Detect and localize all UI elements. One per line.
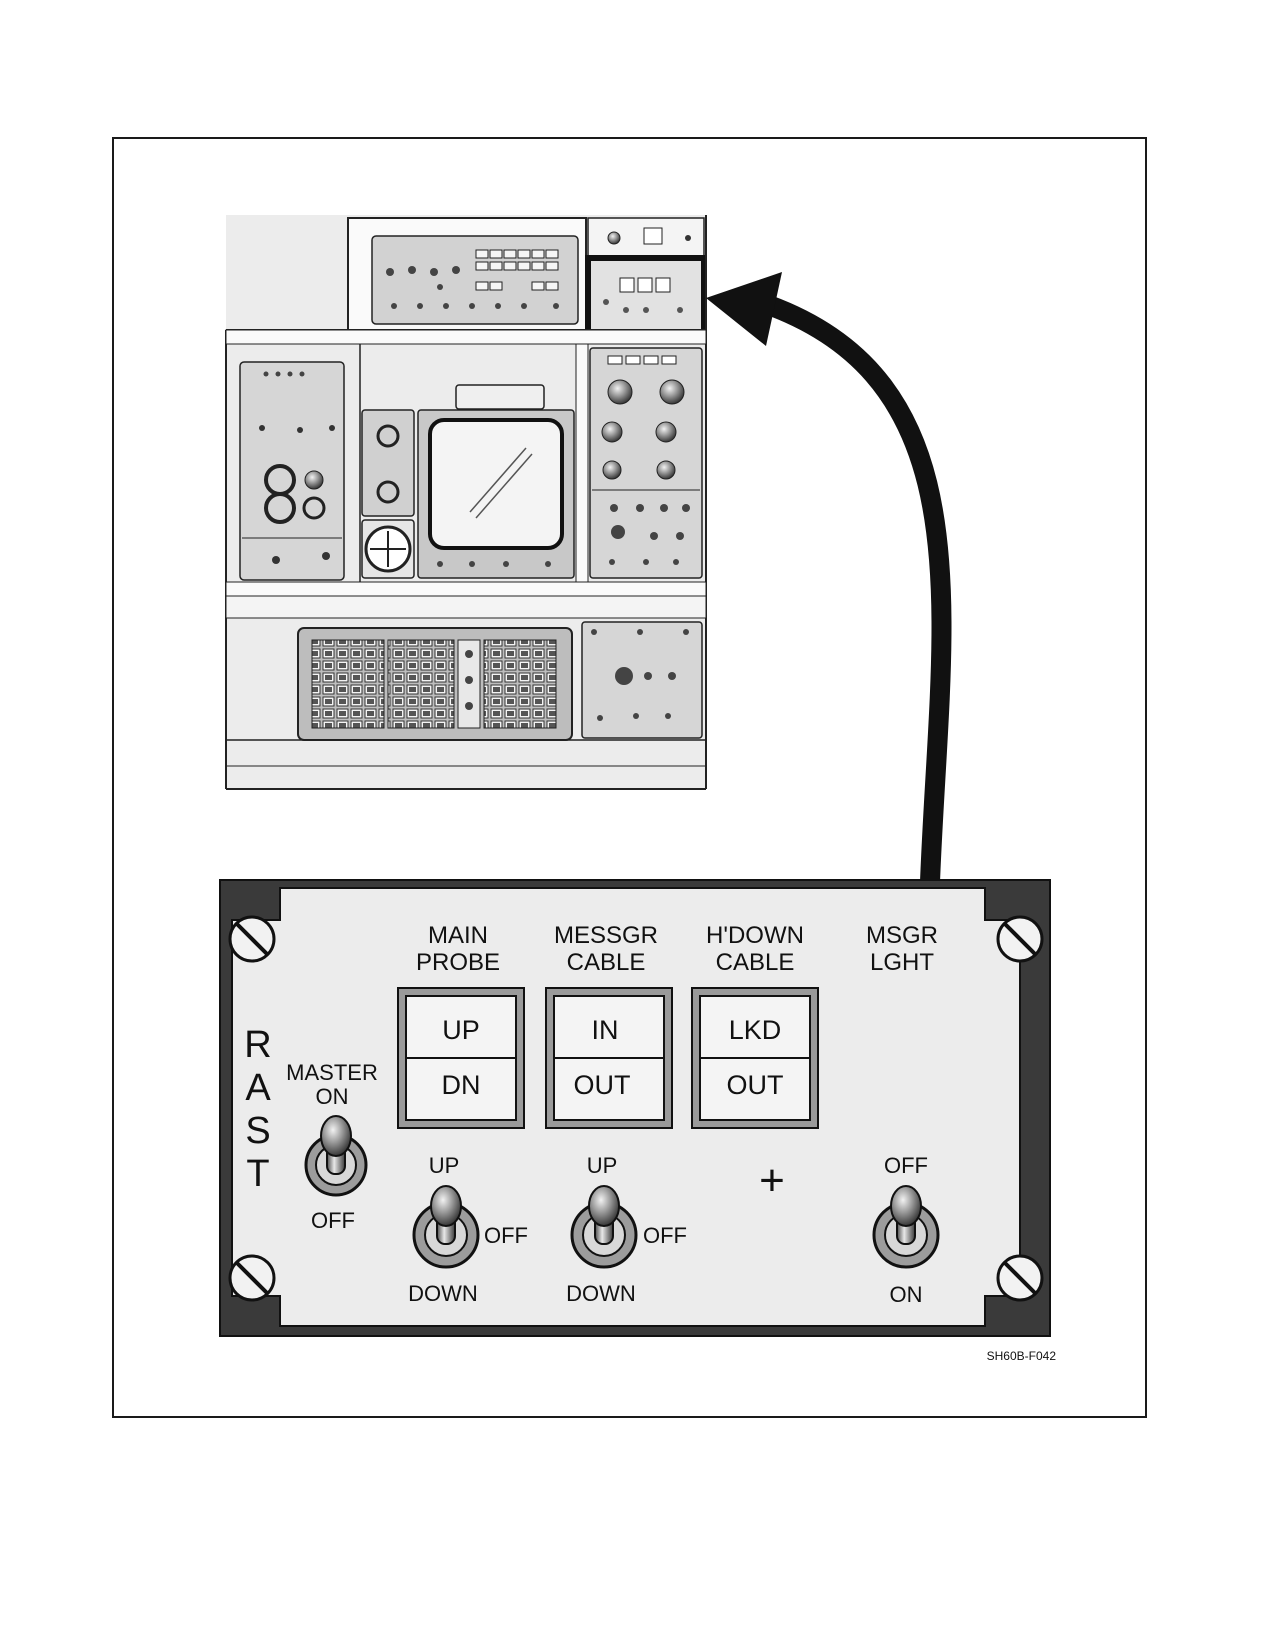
callout-arrow	[706, 272, 952, 883]
figure-code: SH60B-F042	[987, 1349, 1057, 1363]
messgr-cable-toggle-switch[interactable]	[570, 1185, 638, 1269]
main-probe-up-indicator: UP	[442, 1015, 480, 1045]
msgr-light-on-label: ON	[890, 1282, 923, 1307]
rast-panel-location-highlight	[585, 255, 707, 337]
msgr-light-toggle-switch[interactable]	[872, 1185, 940, 1269]
msgr-light-off-label: OFF	[884, 1153, 928, 1178]
left-sensor-panel-thumbnail	[239, 361, 345, 581]
rast-letter: R	[244, 1024, 271, 1066]
center-plus-mark: +	[759, 1156, 785, 1205]
equipment-panel-thumbnail	[371, 235, 579, 325]
corner-screw	[996, 1254, 1044, 1302]
rast-letter: T	[246, 1153, 269, 1195]
console-overview	[225, 215, 707, 790]
messgr-cable-indicator	[545, 987, 673, 1129]
messgr-cable-label: CABLE	[567, 949, 646, 976]
main-probe-dn-indicator: DN	[442, 1070, 481, 1100]
hdown-cable-out-indicator: OUT	[727, 1070, 784, 1100]
right-radio-panels-thumbnail	[589, 347, 703, 579]
main-probe-label: PROBE	[416, 949, 500, 976]
keyboard-panel-thumbnail	[297, 627, 573, 741]
main-probe-switch-down-label: DOWN	[408, 1281, 478, 1306]
display-screen-thumbnail	[417, 384, 575, 579]
master-on-label: ON	[316, 1084, 349, 1109]
rast-letter: A	[245, 1067, 271, 1109]
messgr-cable-switch-up-label: UP	[587, 1153, 618, 1178]
msgr-light-label: LGHT	[870, 949, 934, 976]
msgr-light-label: MSGR	[866, 922, 938, 949]
master-label: MASTER	[286, 1060, 378, 1085]
messgr-cable-switch-down-label: DOWN	[566, 1281, 636, 1306]
hdown-cable-label: H'DOWN	[706, 922, 804, 949]
rast-control-panel: R A S T MASTER ON OFF MAIN PROBE UP DN U…	[219, 879, 1051, 1337]
corner-screw	[228, 1254, 276, 1302]
messgr-cable-out-indicator: OUT	[574, 1070, 631, 1100]
messgr-cable-label: MESSGR	[554, 922, 658, 949]
small-status-panel-thumbnail	[607, 227, 691, 245]
center-panel-thumbnail	[361, 409, 415, 579]
master-toggle-switch[interactable]	[304, 1115, 368, 1197]
messgr-cable-in-indicator: IN	[592, 1015, 619, 1045]
figure-frame	[112, 137, 1147, 1418]
lower-right-panel-thumbnail	[581, 621, 703, 739]
master-off-label: OFF	[311, 1208, 355, 1233]
hdown-cable-label: CABLE	[716, 949, 795, 976]
main-probe-label: MAIN	[428, 922, 488, 949]
hdown-cable-lkd-indicator: LKD	[729, 1015, 782, 1045]
main-probe-indicator	[397, 987, 525, 1129]
corner-screw	[996, 915, 1044, 963]
corner-screw	[228, 915, 276, 963]
messgr-cable-switch-off-label: OFF	[643, 1223, 687, 1248]
main-probe-switch-off-label: OFF	[484, 1223, 528, 1248]
rast-letter: S	[245, 1110, 270, 1152]
main-probe-toggle-switch[interactable]	[412, 1185, 480, 1269]
hdown-cable-indicator	[691, 987, 819, 1129]
main-probe-switch-up-label: UP	[429, 1153, 460, 1178]
